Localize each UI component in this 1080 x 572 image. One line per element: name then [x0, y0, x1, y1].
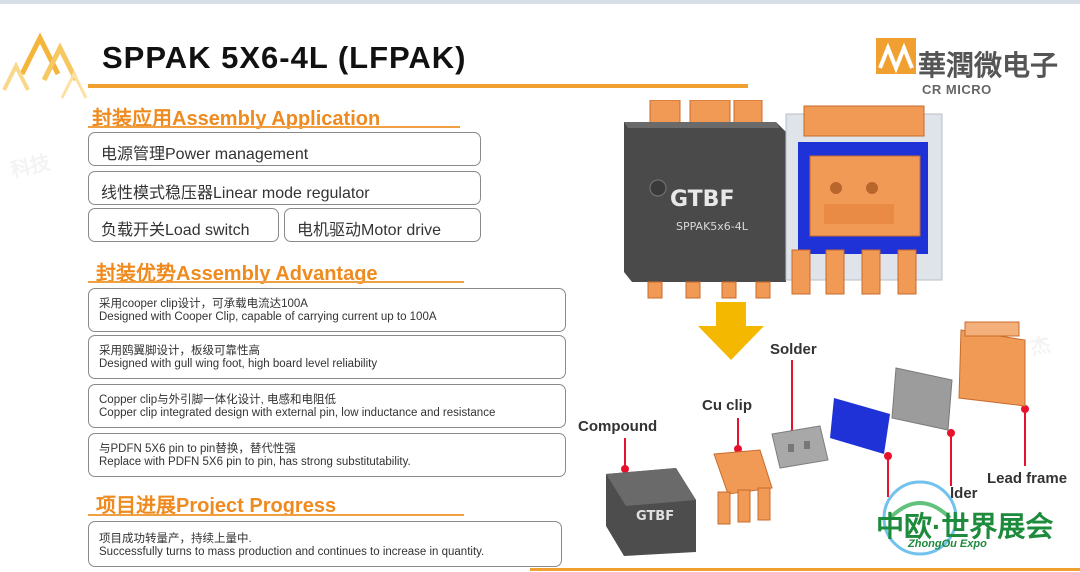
pointer-line	[737, 418, 739, 448]
application-item: 线性模式稳压器Linear mode regulator	[88, 171, 481, 205]
watermark: 杰	[1028, 334, 1053, 360]
logo-sub: CR MICRO	[922, 82, 992, 97]
label-compound: Compound	[578, 418, 658, 435]
advantage-item: 与PDFN 5X6 pin to pin替换，替代性强 Replace with…	[88, 433, 566, 477]
advantage-item: 采用鸥翼脚设计，板级可靠性高 Designed with gull wing f…	[88, 335, 566, 379]
bottom-accent-line	[530, 568, 1080, 571]
label-solder-bottom: lder	[950, 485, 978, 502]
application-item: 负载开关Load switch	[88, 208, 279, 242]
advantage-item: 采用cooper clip设计，可承载电流达100A Designed with…	[88, 288, 566, 332]
pointer-dot	[1021, 405, 1029, 413]
compound-part: GTBF	[606, 468, 696, 556]
progress-item: 项目成功转量产，持续上量中. Successfully turns to mas…	[88, 521, 562, 567]
pointer-line	[887, 457, 889, 497]
pointer-line	[1024, 410, 1026, 466]
pointer-line	[950, 434, 952, 486]
compound-marking: GTBF	[636, 509, 674, 524]
label-solder-top: Solder	[770, 341, 817, 358]
solder-part-bottom	[891, 367, 953, 431]
title-underline	[88, 84, 748, 88]
cr-micro-logo-icon	[876, 38, 916, 74]
lead-frame-part	[958, 321, 1026, 407]
pointer-line	[791, 360, 793, 432]
advantage-item: Copper clip与外引脚一体化设计, 电感和电阻低 Copper clip…	[88, 384, 566, 428]
watermark: 科技	[8, 152, 53, 182]
section-heading-advantage: 封装优势Assembly Advantage	[96, 263, 378, 285]
section-underline	[88, 281, 464, 283]
chevron-logo-icon	[2, 32, 88, 99]
package-marking: GTBF	[670, 187, 734, 212]
pointer-dot	[621, 465, 629, 473]
cu-clip-part	[713, 449, 773, 525]
pointer-line	[624, 438, 626, 468]
label-cu-clip: Cu clip	[702, 397, 753, 414]
section-underline	[88, 126, 460, 128]
pointer-dot	[884, 452, 892, 460]
page-title: SPPAK 5X6-4L (LFPAK)	[102, 40, 467, 75]
pointer-dot	[947, 429, 955, 437]
cutaway-render	[785, 105, 943, 295]
expo-main: 中欧·世界展会	[876, 511, 1054, 542]
section-heading-progress: 项目进展Project Progress	[96, 495, 337, 517]
globe-icon	[882, 480, 958, 556]
package-part: SPPAK5x6-4L	[676, 220, 749, 233]
application-item: 电机驱动Motor drive	[284, 208, 481, 242]
solder-part-top	[771, 425, 829, 469]
down-arrow-icon	[698, 302, 764, 360]
logo-name: 華潤微电子	[918, 49, 1059, 82]
section-heading-application: 封装应用Assembly Application	[92, 108, 381, 130]
application-item: 电源管理Power management	[88, 132, 481, 166]
top-border	[0, 0, 1080, 4]
section-underline	[88, 514, 464, 516]
pointer-dot	[734, 445, 742, 453]
die-part	[830, 398, 890, 454]
label-lead-frame: Lead frame	[987, 470, 1068, 487]
package-render: GTBF SPPAK5x6-4L	[624, 100, 786, 299]
expo-sub: ZhongOu Expo	[908, 538, 987, 550]
